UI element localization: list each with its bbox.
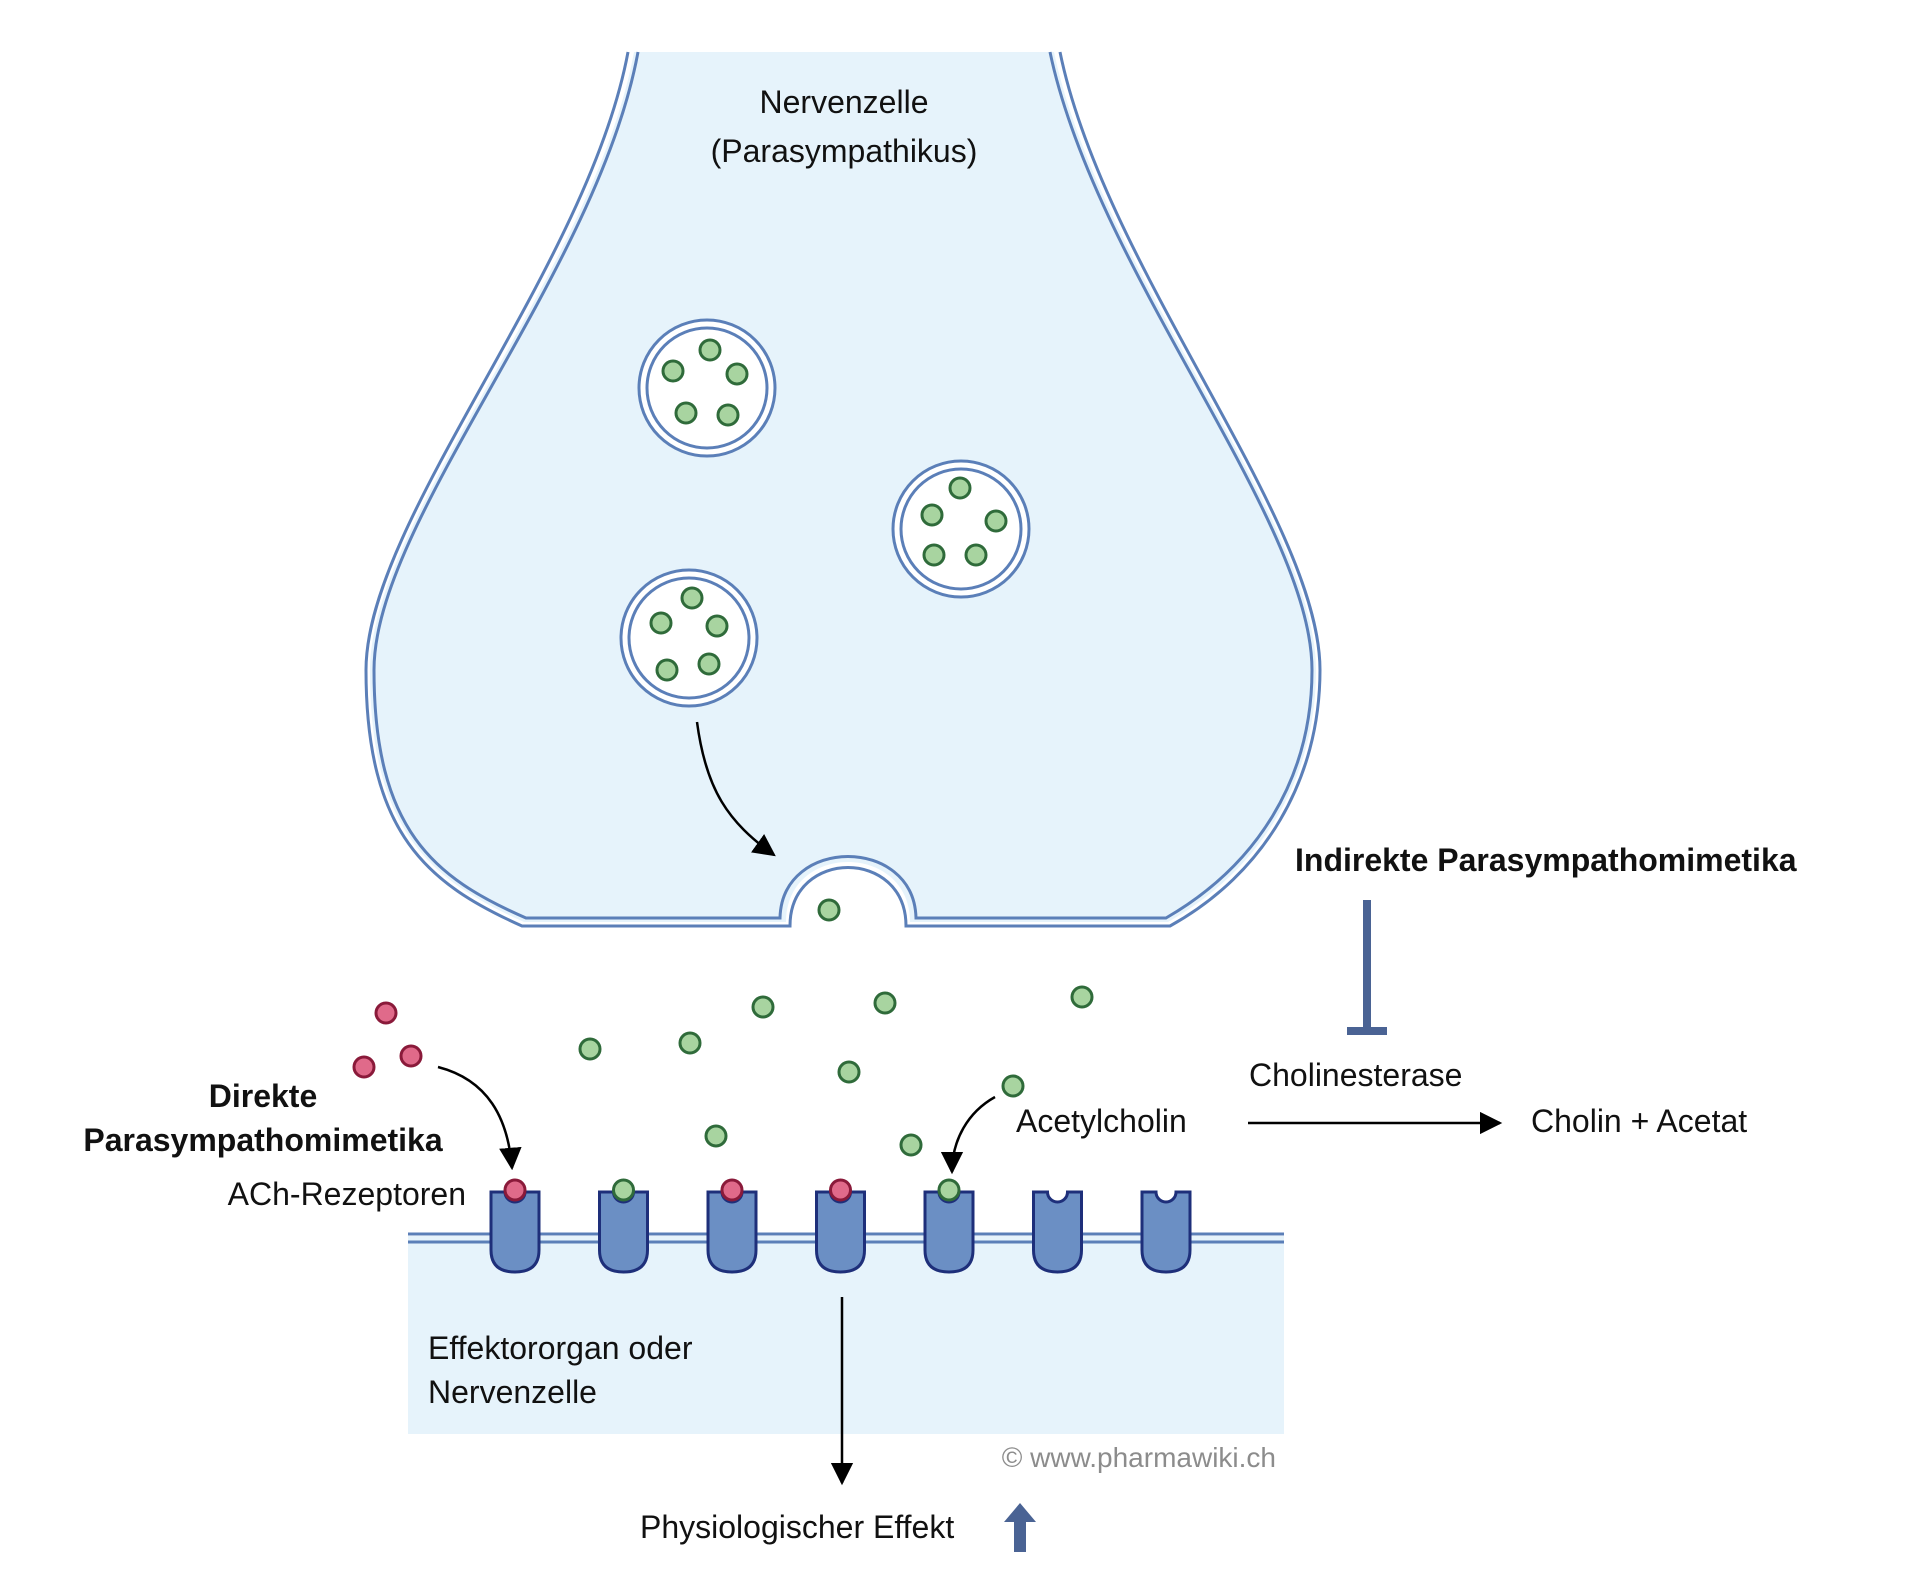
ach-binding-arrow — [940, 1095, 996, 1175]
neuron-label-line1: Nervenzelle — [760, 84, 929, 120]
cholinesterase-label: Cholinesterase — [1249, 1057, 1462, 1093]
bound-agonist-molecule — [503, 1178, 527, 1202]
receptor-body — [489, 1190, 541, 1274]
release-arrow — [695, 721, 776, 857]
effector-label-line2: Nervenzelle — [428, 1374, 597, 1410]
vesicle — [637, 318, 777, 458]
agonist-binding-arrow — [437, 1065, 522, 1171]
bound-acetylcholine-molecule — [612, 1178, 635, 1202]
receptor-body — [1032, 1190, 1083, 1274]
ach-receptors — [489, 1178, 1192, 1274]
ach-receptor — [923, 1178, 975, 1274]
direct-parasympathomimetics-label-line2: Parasympathomimetika — [83, 1122, 442, 1158]
acetylcholine-label: Acetylcholin — [1016, 1103, 1187, 1139]
effector-label-line1: Effektororgan oder — [428, 1330, 693, 1366]
bound-agonist-molecule — [720, 1178, 744, 1202]
ach-receptor — [1140, 1190, 1192, 1274]
receptor-body — [598, 1190, 649, 1274]
receptor-body — [1140, 1190, 1192, 1274]
direct-parasympathomimetics-label-line1: Direkte — [209, 1078, 318, 1114]
receptor-body — [815, 1190, 866, 1274]
ach-receptor — [706, 1178, 758, 1274]
ach-receptor — [1032, 1190, 1083, 1274]
acetylcholine-molecules — [578, 985, 1094, 1157]
up-arrow-icon — [1004, 1503, 1036, 1552]
receptor-body — [923, 1190, 975, 1274]
physiological-effect-label: Physiologischer Effekt — [640, 1509, 954, 1545]
presynaptic-neuron — [364, 51, 1322, 928]
bound-acetylcholine-molecule — [937, 1178, 961, 1202]
neuron-label-line2: (Parasympathikus) — [711, 133, 978, 169]
ach-receptor — [598, 1178, 649, 1274]
receptor-body — [706, 1190, 758, 1274]
vesicle — [891, 459, 1031, 599]
ach-receptor — [489, 1178, 541, 1274]
direct-agonist-molecules — [352, 1001, 423, 1079]
bound-agonist-molecule — [829, 1178, 852, 1202]
copyright-label: © www.pharmawiki.ch — [1002, 1442, 1276, 1473]
receptors-label: ACh-Rezeptoren — [228, 1176, 466, 1212]
ach-receptor — [815, 1178, 866, 1274]
vesicle — [619, 568, 759, 708]
products-label: Cholin + Acetat — [1531, 1103, 1747, 1139]
acetylcholine-molecule — [817, 898, 841, 922]
inhibition-t-bar-icon — [1347, 900, 1387, 1035]
indirect-parasympathomimetics-label: Indirekte Parasympathomimetika — [1295, 842, 1797, 878]
